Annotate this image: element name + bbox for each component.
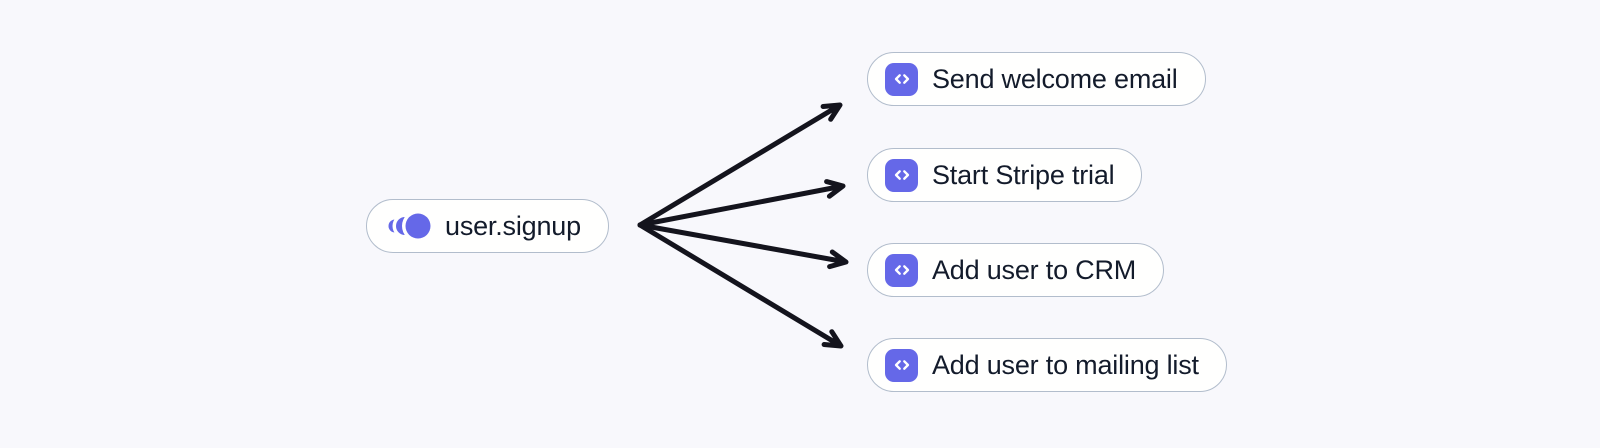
action-node-label: Add user to mailing list [932,349,1199,380]
edge-arrow-add-user-to-mailing-list [637,222,844,349]
edge-arrow-send-welcome-email [637,102,843,228]
event-ripple-icon [388,212,432,240]
action-node-send-welcome-email: Send welcome email [867,52,1206,106]
code-icon [885,62,918,96]
code-icon [885,158,918,192]
event-node-user-signup: user.signup [366,199,609,253]
action-node-start-stripe-trial: Start Stripe trial [867,148,1143,202]
code-icon [885,253,918,287]
action-node-label: Start Stripe trial [932,159,1115,190]
edge-arrow-add-user-to-crm [637,222,849,270]
action-node-label: Send welcome email [932,63,1178,94]
action-node-add-user-to-mailing-list: Add user to mailing list [867,338,1227,392]
code-icon [885,348,918,382]
event-node-label: user.signup [445,210,581,241]
action-node-label: Add user to CRM [932,254,1137,285]
action-node-add-user-to-crm: Add user to CRM [867,243,1165,297]
edge-arrow-start-stripe-trial [637,179,846,228]
